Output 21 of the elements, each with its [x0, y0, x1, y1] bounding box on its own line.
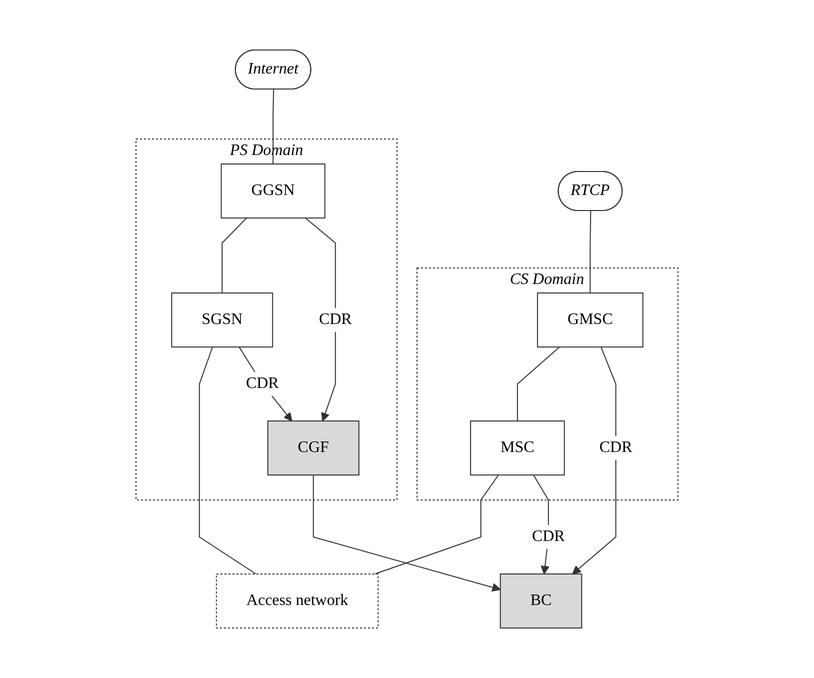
connector [272, 89, 274, 164]
arrow [572, 346, 616, 574]
edge-label: CDR [599, 438, 632, 456]
node-box: Access network [216, 573, 379, 628]
connector [590, 210, 592, 294]
connector [198, 346, 257, 574]
arrow [312, 474, 501, 592]
connector [517, 346, 560, 422]
node-box: GMSC [537, 292, 644, 348]
node-box: BC [500, 573, 582, 628]
edge-label: CDR [246, 374, 279, 392]
node-box: SGSN [171, 292, 274, 348]
arrow [305, 218, 336, 422]
edge-label: CDR [319, 310, 352, 328]
node-box: GGSN [220, 164, 326, 218]
node-box: MSC [470, 420, 565, 476]
connector [374, 474, 500, 574]
arrow [238, 346, 292, 422]
edge-label: CDR [532, 528, 565, 545]
connector [222, 218, 248, 294]
node-box: CGF [267, 420, 360, 476]
